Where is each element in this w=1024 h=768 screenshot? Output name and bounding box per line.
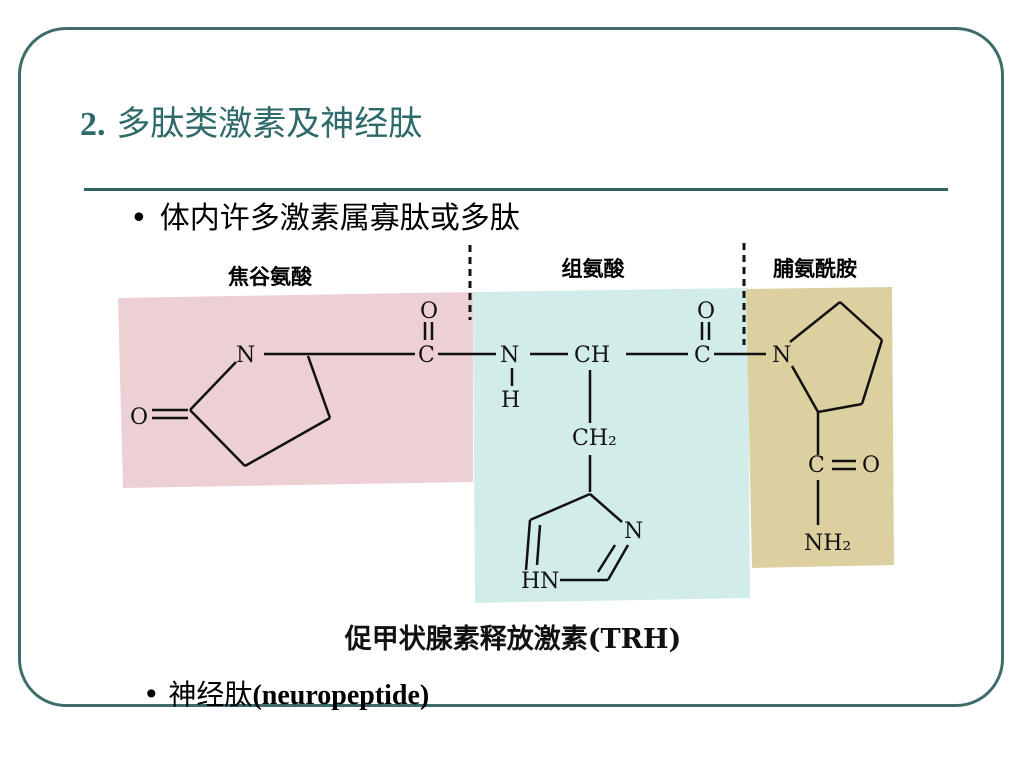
atom-n2: N [500,343,519,368]
atom-o-top2: O [697,299,715,324]
bullet-dot: • [130,201,148,236]
section-label-histidine: 组氨酸 [562,256,626,281]
section-label-prolinamide: 脯氨酰胺 [773,256,857,281]
bullet-text: 体内许多激素属寡肽或多肽 [159,201,520,236]
bullet-item-2: • 神经肽(neuropeptide) [143,673,429,713]
atom-o1: O [130,405,148,430]
bullet-dot: • [143,678,169,711]
slide-frame [18,27,1004,707]
atom-n1: N [236,343,255,368]
atom-o3: O [862,453,880,478]
atom-c1: C [418,343,435,368]
title-divider [84,188,948,191]
bullet-text-cn: 神经肽 [168,678,253,711]
atom-n3: N [772,343,791,368]
histidine-region [473,288,750,603]
pyroglutamate-region [118,292,473,488]
section-label-pyroglutamate: 焦谷氨酸 [227,264,313,289]
atom-c2: C [694,343,711,368]
bullet-item-1: • 体内许多激素属寡肽或多肽 [130,193,520,237]
atom-ch: CH [574,343,610,368]
atom-ch2: CH₂ [572,426,617,451]
prolinamide-region [746,287,894,568]
slide-title: 2. 多肽类激素及神经肽 [80,96,422,145]
title-number: 2. [80,106,106,143]
atom-hn: HN [521,569,559,594]
atom-h: H [501,388,520,413]
atom-c3: C [808,453,825,478]
bullet-text-en: (neuropeptide) [252,680,430,711]
diagram-caption: 促甲状腺素释放激素(TRH) [344,623,682,655]
title-text: 多肽类激素及神经肽 [116,104,423,144]
atom-nh2: NH₂ [804,531,851,556]
atom-o-top1: O [420,299,438,324]
bond-lines [152,301,884,582]
atom-n-ring: N [624,519,643,544]
